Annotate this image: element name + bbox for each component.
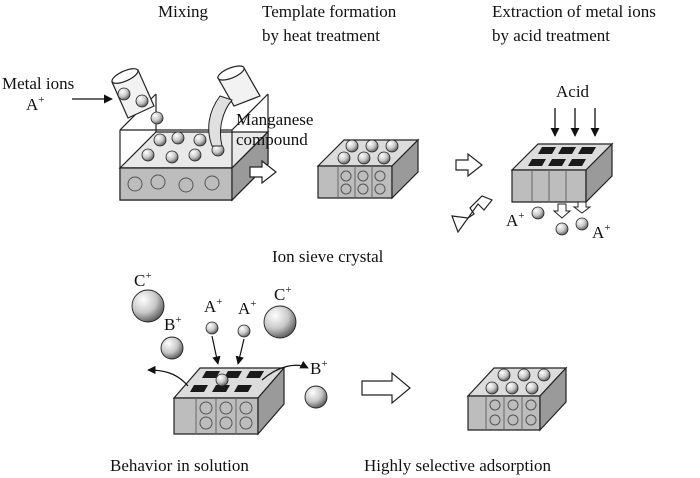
mixing-base-front (119, 167, 233, 201)
ion-sieve-label: Ion sieve crystal (272, 247, 384, 266)
step-label-mixing: Mixing (158, 2, 209, 21)
ion-b-right (304, 385, 328, 409)
ion-a-2 (237, 324, 251, 338)
ion-label-c-right: C+ (274, 284, 292, 304)
mixing-container (118, 93, 270, 202)
ion-label-c-left: C+ (134, 270, 152, 290)
ion-c-right (263, 305, 297, 339)
manganese-label-line1: Manganese (236, 110, 314, 129)
ion-label-a-2: A+ (238, 298, 257, 318)
mixing-base-side (231, 130, 269, 202)
step-arrow-2 (455, 152, 483, 178)
metal-ions-label: Metal ions (2, 74, 75, 93)
step-label-template-line2: by heat treatment (262, 26, 381, 45)
step-label-extraction-line2: by acid treatment (492, 26, 611, 45)
ion-label-a-released-left: A+ (506, 210, 525, 230)
a-ion-arrow-2 (235, 338, 245, 365)
ion-label-a-released-right: A+ (592, 222, 611, 242)
ion-a-1 (205, 321, 219, 335)
ion-label-b-right: B+ (310, 358, 328, 378)
ion-b-left (160, 336, 184, 360)
b-ion-bounce-left (147, 365, 189, 387)
c-ion-bounce-right (261, 360, 309, 381)
step-arrow-4 (361, 371, 411, 405)
ion-c-left (131, 289, 165, 323)
ion-label-a-1: A+ (204, 296, 223, 316)
step-label-template-line1: Template formation (262, 2, 397, 21)
manganese-beaker (208, 65, 261, 147)
template-block (316, 138, 420, 200)
acid-label: Acid (556, 82, 590, 101)
manganese-label-line2: compound (236, 130, 308, 149)
a-ion-arrow-1 (211, 335, 221, 365)
adsorption-label: Highly selective adsorption (364, 456, 551, 475)
ion-beaker (111, 68, 155, 119)
sieve-block (172, 366, 286, 436)
step-arrow-1 (249, 159, 277, 185)
ion-label-b-left: B+ (164, 314, 182, 334)
extraction-block (510, 142, 614, 204)
ion-label-a-start: A+ (26, 94, 45, 114)
adsorption-block (466, 366, 568, 432)
step-arrow-3 (451, 195, 493, 234)
step-label-extraction-line1: Extraction of metal ions (492, 2, 656, 21)
behavior-label: Behavior in solution (110, 456, 249, 475)
